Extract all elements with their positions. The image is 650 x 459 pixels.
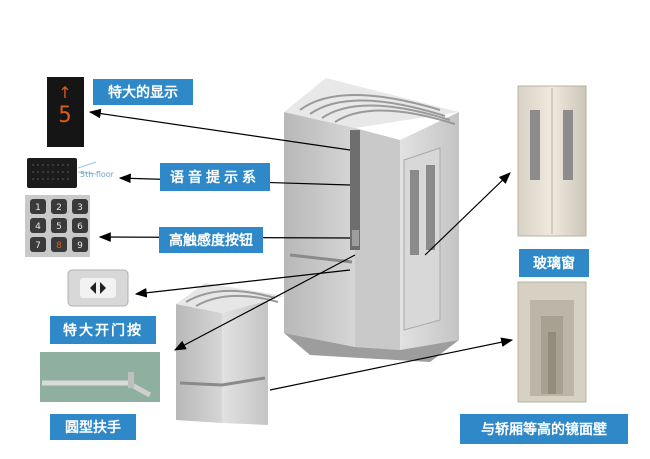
voice-speaker-panel bbox=[27, 158, 97, 188]
label-voice: 语音提示系 bbox=[160, 163, 270, 191]
keypad-key-label: 6 bbox=[77, 222, 83, 232]
glass-window-door bbox=[517, 85, 587, 237]
display-arrow: ↑ bbox=[58, 83, 71, 102]
keypad-key-label: 5 bbox=[56, 222, 62, 232]
keypad-key-label: 3 bbox=[77, 203, 83, 213]
floor-display-panel bbox=[47, 77, 84, 147]
label-handrail: 圆型扶手 bbox=[50, 414, 136, 440]
keypad-key bbox=[30, 199, 46, 214]
keypad-key bbox=[51, 218, 67, 233]
mirror-wall bbox=[517, 281, 587, 403]
keypad-key bbox=[51, 199, 67, 214]
label-touch-button: 高触感度按钮 bbox=[159, 227, 263, 253]
keypad-key bbox=[72, 218, 88, 233]
keypad-key-label: 4 bbox=[35, 222, 41, 232]
label-display: 特大的显示 bbox=[93, 79, 193, 105]
keypad-key bbox=[51, 237, 67, 252]
label-mirror-wall: 与轿厢等高的镜面壁 bbox=[460, 414, 628, 444]
keypad-key bbox=[72, 237, 88, 252]
door-open-button-panel bbox=[67, 269, 129, 307]
keypad-key-label: 8 bbox=[56, 241, 62, 251]
label-glass-window: 玻璃窗 bbox=[519, 249, 589, 277]
keypad-key-label: 1 bbox=[35, 203, 41, 213]
label-door-open-button: 特大开门按 bbox=[50, 316, 156, 344]
small-cabin bbox=[176, 283, 285, 425]
keypad-key bbox=[30, 218, 46, 233]
keypad-panel: 1 2 3 4 5 6 7 8 9 bbox=[25, 195, 90, 257]
keypad-key bbox=[30, 237, 46, 252]
keypad-key-label: 9 bbox=[77, 241, 83, 251]
handrail-photo bbox=[40, 352, 160, 402]
keypad-key-label: 2 bbox=[56, 203, 62, 213]
keypad-key-label: 7 bbox=[35, 241, 41, 251]
keypad-key bbox=[72, 199, 88, 214]
main-cabin bbox=[284, 78, 459, 362]
display-floor-digit: 5 bbox=[58, 103, 71, 128]
voice-floor-text: 5th floor bbox=[80, 170, 114, 179]
